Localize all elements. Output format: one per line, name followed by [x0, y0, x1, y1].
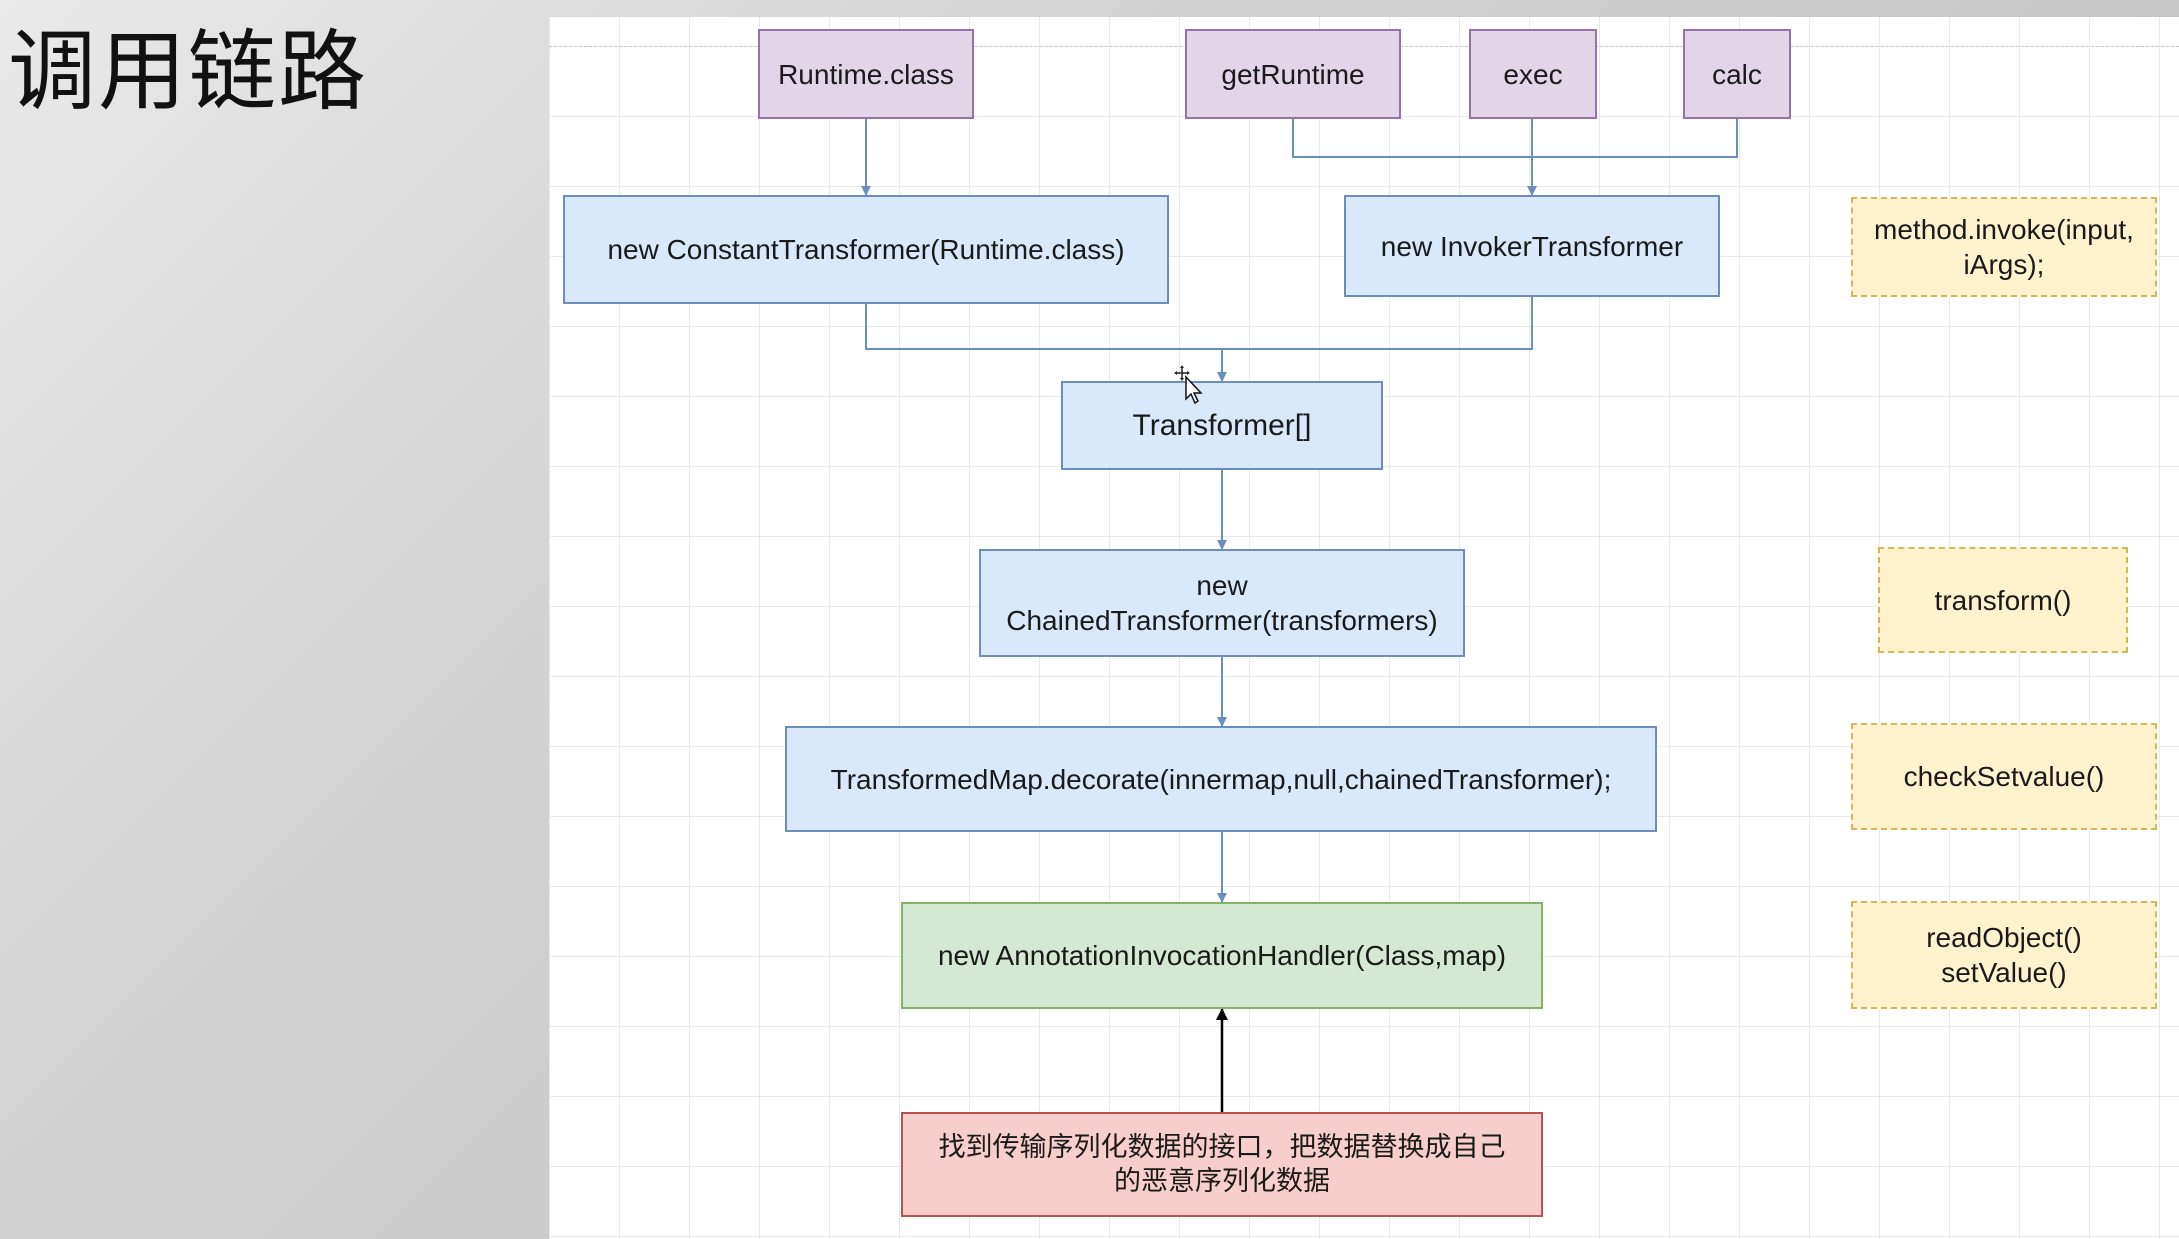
diagram-canvas[interactable]: Runtime.class getRuntime exec calc new C… — [549, 17, 2179, 1239]
read-object-note-line2: setValue() — [1941, 957, 2067, 988]
get-runtime-node[interactable]: getRuntime — [1185, 29, 1401, 119]
transformed-map-label: TransformedMap.decorate(innermap,null,ch… — [830, 763, 1612, 795]
calc-label: calc — [1712, 58, 1762, 90]
move-cursor-icon — [1174, 365, 1203, 405]
edge-calc-merge — [1532, 119, 1738, 158]
edge-invoker-merge — [1222, 297, 1533, 350]
runtime-class-label: Runtime.class — [778, 58, 954, 90]
check-set-value-note-label: checkSetvalue() — [1903, 761, 2105, 792]
connector-layer — [861, 119, 1738, 1112]
entry-point-label-line2: 的恶意序列化数据 — [1114, 1165, 1330, 1197]
method-invoke-note[interactable]: method.invoke(input, iArgs); — [1851, 197, 2157, 297]
check-set-value-note[interactable]: checkSetvalue() — [1851, 723, 2157, 830]
transformer-array-label: Transformer[] — [1132, 408, 1312, 442]
annotation-handler-label: new AnnotationInvocationHandler(Class,ma… — [937, 940, 1507, 971]
method-invoke-note-line2: iArgs); — [1963, 249, 2045, 280]
exec-node[interactable]: exec — [1469, 29, 1597, 119]
edge-getruntime-merge — [1292, 119, 1532, 158]
constant-transformer-label: new ConstantTransformer(Runtime.class) — [607, 234, 1125, 265]
chained-transformer-label-line1: new — [1196, 570, 1248, 601]
read-object-note[interactable]: readObject() setValue() — [1851, 901, 2157, 1009]
transformer-array-node[interactable]: Transformer[] — [1061, 381, 1383, 470]
method-invoke-note-line1: method.invoke(input, — [1874, 214, 2134, 245]
exec-label: exec — [1503, 58, 1563, 90]
edge-constant-merge — [865, 304, 1222, 350]
transformed-map-node[interactable]: TransformedMap.decorate(innermap,null,ch… — [785, 726, 1657, 832]
annotation-handler-node[interactable]: new AnnotationInvocationHandler(Class,ma… — [901, 902, 1543, 1009]
invoker-transformer-label: new InvokerTransformer — [1380, 230, 1684, 262]
get-runtime-label: getRuntime — [1221, 58, 1365, 90]
runtime-class-node[interactable]: Runtime.class — [758, 29, 974, 119]
constant-transformer-node[interactable]: new ConstantTransformer(Runtime.class) — [563, 195, 1169, 304]
transform-note-label: transform() — [1934, 584, 2072, 616]
slide-title: 调用链路 — [8, 20, 369, 123]
transform-note[interactable]: transform() — [1878, 547, 2128, 653]
entry-point-node[interactable]: 找到传输序列化数据的接口，把数据替换成自己 的恶意序列化数据 — [901, 1112, 1543, 1217]
entry-point-label-line1: 找到传输序列化数据的接口，把数据替换成自己 — [938, 1131, 1506, 1163]
read-object-note-line1: readObject() — [1926, 922, 2082, 953]
chained-transformer-label-line2: ChainedTransformer(transformers) — [1006, 605, 1438, 636]
chained-transformer-node[interactable]: new ChainedTransformer(transformers) — [979, 549, 1465, 657]
calc-node[interactable]: calc — [1683, 29, 1791, 119]
invoker-transformer-node[interactable]: new InvokerTransformer — [1344, 195, 1720, 297]
